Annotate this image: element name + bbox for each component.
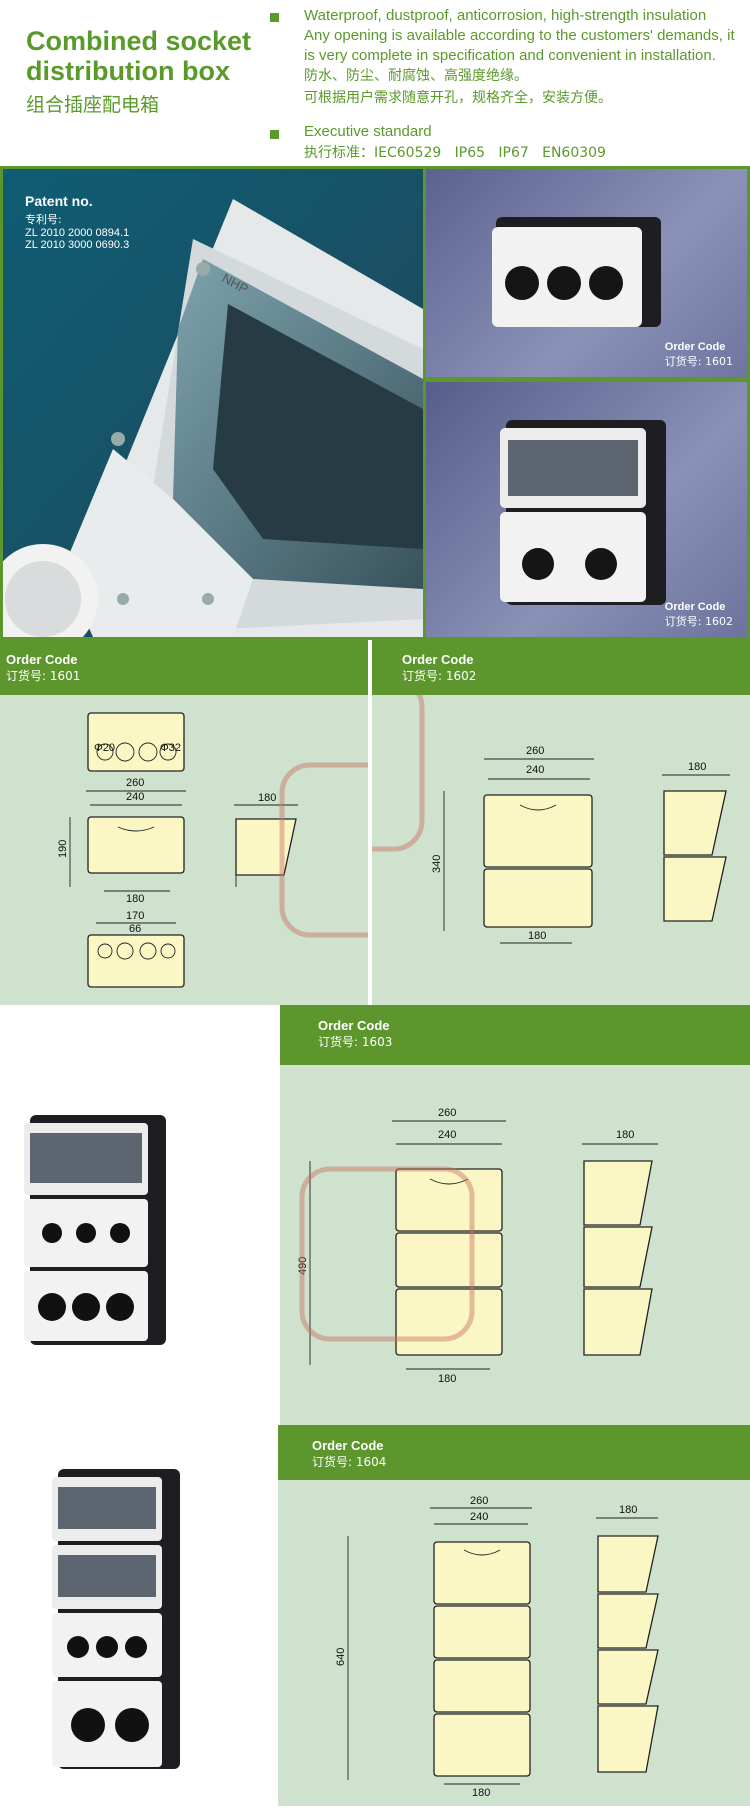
order-code-label: Order Code <box>318 1018 390 1033</box>
section-divider <box>368 640 372 1005</box>
patent-photo: NHP Patent no. 专利号: ZL 2010 2000 0894.1 … <box>3 169 423 637</box>
description-line-3: is very complete in specification and co… <box>304 47 716 64</box>
product-closeup-image: NHP <box>3 169 423 637</box>
section-1603-header: Order Code 订货号: 1603 <box>318 1018 392 1050</box>
svg-text:240: 240 <box>526 764 544 776</box>
photo-1601-caption: Order Code 订货号: 1601 <box>665 341 733 369</box>
photo-1601: Order Code 订货号: 1601 <box>426 169 747 377</box>
order-number: 订货号: 1603 <box>318 1035 393 1049</box>
spacer <box>268 1425 278 1806</box>
svg-text:240: 240 <box>470 1511 488 1523</box>
svg-text:180: 180 <box>126 893 144 905</box>
technical-drawing-1604: 260 240 640 180 180 <box>335 1495 659 1799</box>
description-cn-2: 可根据用户需求随意开孔，规格齐全，安装方便。 <box>304 90 612 106</box>
technical-drawing-1603: 260 240 490 180 180 <box>297 1107 658 1385</box>
svg-text:640: 640 <box>335 1648 347 1666</box>
svg-text:180: 180 <box>619 1504 637 1516</box>
description-line-1: Waterproof, dustproof, anticorrosion, hi… <box>304 7 707 24</box>
product-1603-image <box>24 1115 166 1345</box>
description-block: Waterproof, dustproof, anticorrosion, hi… <box>304 6 750 108</box>
product-title-cn: 组合插座配电箱 <box>26 94 160 116</box>
title-line-1: Combined socket <box>26 26 252 56</box>
section-1601-header: Order Code 订货号: 1601 <box>6 652 80 684</box>
order-number: 订货号: 1601 <box>6 669 81 683</box>
order-bar-1604: Order Code 订货号: 1604 <box>278 1425 750 1480</box>
order-number: 订货号: 1602 <box>402 669 477 683</box>
svg-text:490: 490 <box>297 1257 309 1275</box>
technical-drawing-1601: Φ20 Φ32 260 240 190 180 170 66 180 <box>57 712 455 988</box>
svg-text:170: 170 <box>126 910 144 922</box>
description-cn-1: 防水、防尘、耐腐蚀、高强度绝缘。 <box>304 68 528 84</box>
product-1602-image <box>500 420 666 605</box>
patent-number-1: ZL 2010 2000 0894.1 <box>25 227 130 239</box>
bullet-icon <box>270 130 279 139</box>
svg-text:Φ20: Φ20 <box>94 742 115 754</box>
description-line-2: Any opening is available according to th… <box>304 27 735 44</box>
section-1604-header: Order Code 订货号: 1604 <box>312 1438 386 1470</box>
svg-text:260: 260 <box>438 1107 456 1119</box>
order-bar-1601-1602 <box>0 640 750 695</box>
svg-text:240: 240 <box>438 1129 456 1141</box>
svg-text:180: 180 <box>472 1787 490 1799</box>
svg-text:Φ32: Φ32 <box>160 742 181 754</box>
svg-text:180: 180 <box>438 1373 456 1385</box>
svg-text:260: 260 <box>126 777 144 789</box>
order-code-label: Order Code <box>664 601 726 613</box>
bullet-icon <box>270 13 279 22</box>
svg-text:180: 180 <box>616 1129 634 1141</box>
svg-text:190: 190 <box>57 840 69 858</box>
svg-text:260: 260 <box>470 1495 488 1507</box>
section-1602-header: Order Code 订货号: 1602 <box>402 652 476 684</box>
drawing-panel-1602: 260 240 340 180 180 <box>249 676 750 1005</box>
photo-1603 <box>0 1005 272 1425</box>
product-1604-image <box>52 1469 180 1769</box>
order-number: 订货号: 1604 <box>312 1455 387 1469</box>
drawing-panel-1603: 260 240 490 180 180 <box>280 1065 750 1425</box>
patent-title: Patent no. <box>25 193 93 209</box>
order-number: 订货号: 1601 <box>664 355 733 368</box>
order-code-label: Order Code <box>312 1438 384 1453</box>
patent-info: Patent no. 专利号: ZL 2010 2000 0894.1 ZL 2… <box>25 193 129 251</box>
order-code-label: Order Code <box>402 652 474 667</box>
title-line-2: distribution box <box>26 56 230 86</box>
drawing-panel-1601: Φ20 Φ32 260 240 190 180 170 66 180 <box>0 695 455 1005</box>
svg-text:180: 180 <box>688 761 706 773</box>
order-bar-1603: Order Code 订货号: 1603 <box>280 1005 750 1065</box>
technical-drawing-1602: 260 240 340 180 180 <box>249 676 730 944</box>
standard-label: Executive standard <box>304 123 432 140</box>
svg-text:66: 66 <box>129 923 141 935</box>
photo-1604 <box>0 1425 272 1806</box>
product-title: Combined socket distribution box <box>26 26 251 86</box>
order-number: 订货号: 1602 <box>664 615 733 628</box>
photo-1602-caption: Order Code 订货号: 1602 <box>665 601 733 629</box>
svg-text:240: 240 <box>126 791 144 803</box>
standard-cn: 执行标准：IEC60529 IP65 IP67 EN60309 <box>304 145 606 161</box>
svg-text:180: 180 <box>528 930 546 942</box>
order-code-label: Order Code <box>664 341 726 353</box>
watermark-logo <box>279 762 455 938</box>
svg-text:340: 340 <box>431 855 443 873</box>
patent-number-2: ZL 2010 3000 0690.3 <box>25 239 130 251</box>
product-1601-image <box>492 217 661 327</box>
svg-text:260: 260 <box>526 745 544 757</box>
spacer <box>268 1005 280 1425</box>
order-code-label: Order Code <box>6 652 78 667</box>
drawing-panel-1604: 260 240 640 180 180 <box>278 1480 750 1806</box>
patent-cn: 专利号: <box>25 213 62 226</box>
photo-1602: Order Code 订货号: 1602 <box>426 382 747 637</box>
svg-text:180: 180 <box>258 792 276 804</box>
